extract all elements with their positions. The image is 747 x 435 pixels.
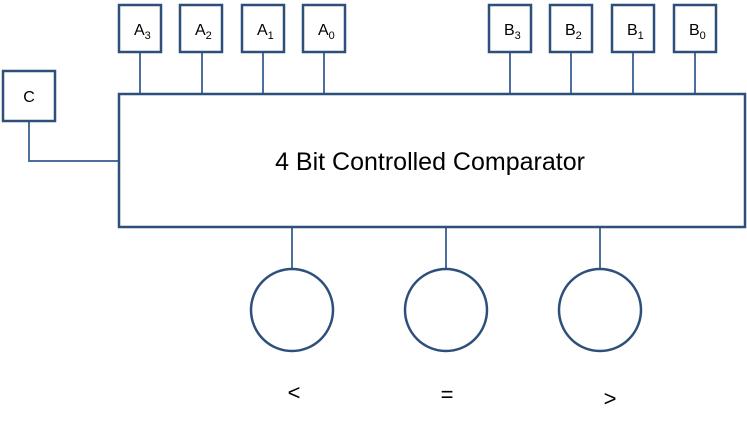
input-b3: B3 [487,3,533,54]
input-a2: A2 [178,3,224,54]
comparator-title: 4 Bit Controlled Comparator [275,148,585,176]
input-b3-label: B3 [504,22,521,42]
input-b0: B0 [672,3,718,54]
input-a3-label: A3 [134,22,151,42]
input-a2-label: A2 [195,22,212,42]
input-b1: B1 [610,3,656,54]
output-less-lamp [249,267,335,353]
output-equal-lamp [403,267,489,353]
input-a0: A0 [301,3,347,54]
output-less-label: < [288,380,301,405]
wire-control [28,121,119,162]
output-greater-label: > [604,386,617,411]
input-b0-label: B0 [689,22,706,42]
output-equal-label: = [441,382,454,407]
input-a0-label: A0 [318,22,335,42]
input-a1: A1 [240,3,286,54]
output-greater-lamp [557,267,643,353]
input-a1-label: A1 [257,22,274,42]
input-b1-label: B1 [627,22,644,42]
control-input: C [1,69,57,123]
comparator-block: 4 Bit Controlled Comparator [117,92,747,229]
input-a3: A3 [117,3,163,54]
input-b2-label: B2 [565,22,582,42]
control-input-label: C [23,89,35,106]
input-b2: B2 [548,3,594,54]
